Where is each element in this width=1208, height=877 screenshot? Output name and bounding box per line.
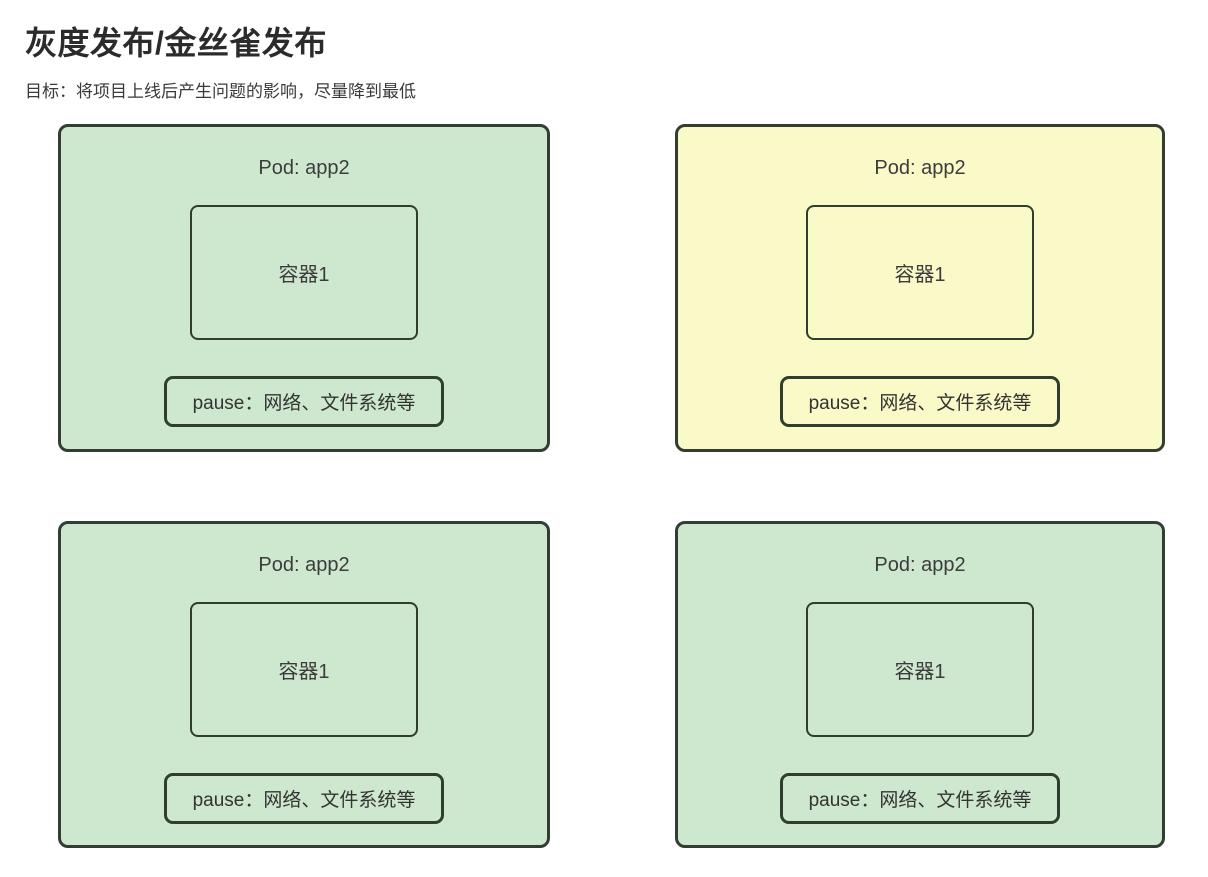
pause-box: pause：网络、文件系统等 (780, 773, 1060, 824)
pod-card-top-left: Pod: app2 容器1 pause：网络、文件系统等 (58, 124, 550, 452)
pause-box: pause：网络、文件系统等 (780, 376, 1060, 427)
pod-title: Pod: app2 (258, 554, 350, 576)
page-subtitle: 目标：将项目上线后产生问题的影响，尽量降到最低 (25, 82, 416, 101)
page-header: 灰度发布/金丝雀发布 目标：将项目上线后产生问题的影响，尽量降到最低 (25, 18, 416, 102)
pause-label: pause：网络、文件系统等 (808, 393, 1032, 414)
container-box: 容器1 (190, 205, 418, 340)
pause-label: pause：网络、文件系统等 (808, 790, 1032, 811)
container-box: 容器1 (190, 602, 418, 737)
container-label: 容器1 (278, 661, 330, 683)
container-label: 容器1 (894, 264, 946, 286)
pod-title: Pod: app2 (874, 554, 966, 576)
pause-label: pause：网络、文件系统等 (192, 790, 416, 811)
pause-label: pause：网络、文件系统等 (192, 393, 416, 414)
pod-title: Pod: app2 (258, 157, 350, 179)
pod-card-top-right: Pod: app2 容器1 pause：网络、文件系统等 (675, 124, 1165, 452)
container-label: 容器1 (894, 661, 946, 683)
pod-title: Pod: app2 (874, 157, 966, 179)
pod-card-bottom-left: Pod: app2 容器1 pause：网络、文件系统等 (58, 521, 550, 848)
container-box: 容器1 (806, 205, 1034, 340)
pause-box: pause：网络、文件系统等 (164, 376, 444, 427)
page-title: 灰度发布/金丝雀发布 (25, 25, 327, 61)
container-box: 容器1 (806, 602, 1034, 737)
container-label: 容器1 (278, 264, 330, 286)
pause-box: pause：网络、文件系统等 (164, 773, 444, 824)
pod-card-bottom-right: Pod: app2 容器1 pause：网络、文件系统等 (675, 521, 1165, 848)
